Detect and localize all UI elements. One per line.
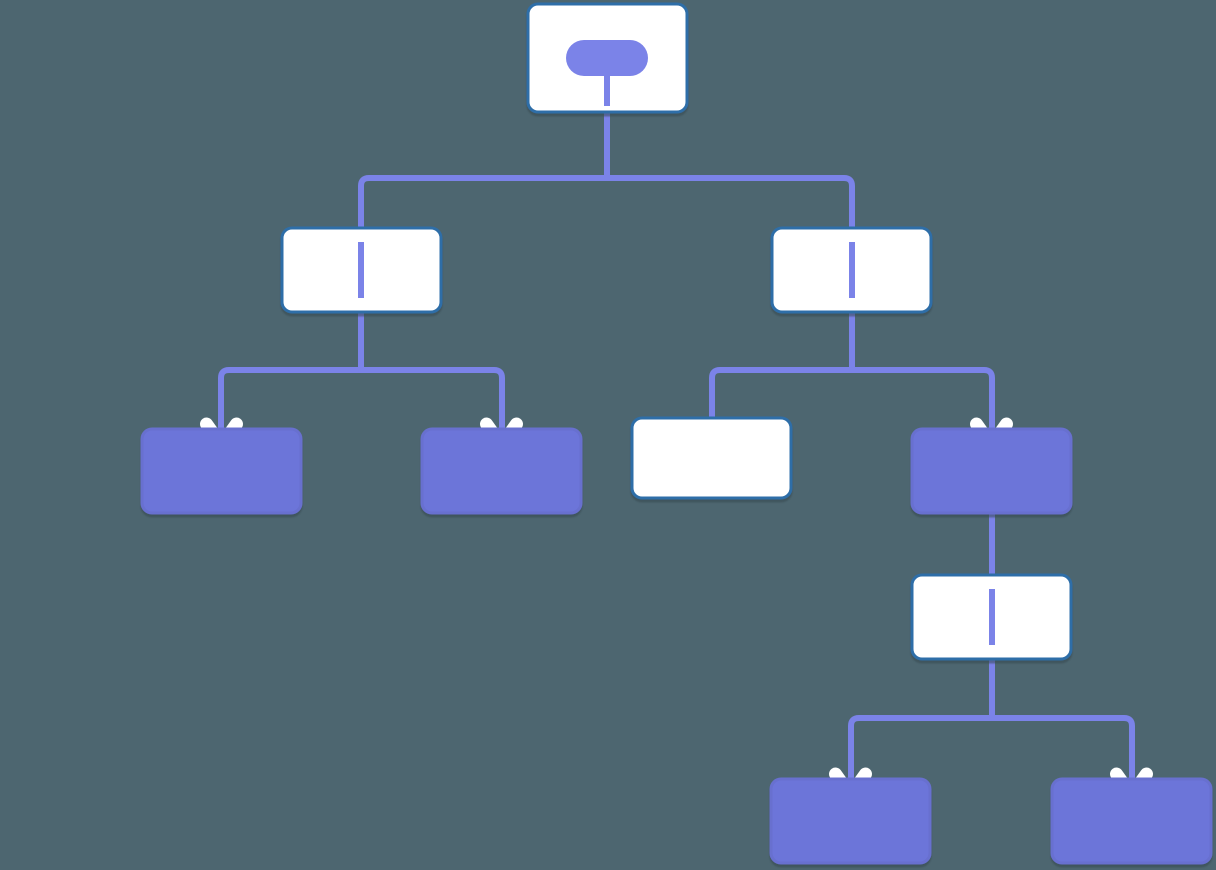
level2-node-a[interactable] bbox=[140, 427, 303, 515]
edge-root-to-level1-right bbox=[604, 112, 855, 228]
level4-node-b[interactable] bbox=[1050, 777, 1213, 865]
edge-layer bbox=[218, 112, 1135, 779]
edge-level3-a-to-level4-a bbox=[848, 659, 995, 779]
level2-node-b-group bbox=[420, 427, 583, 515]
edge-level3-a-to-level4-b bbox=[989, 659, 1135, 779]
edge-level1-left-to-level2-b bbox=[358, 312, 505, 429]
level2-node-d-group bbox=[910, 427, 1073, 515]
level4-node-a-group bbox=[769, 777, 932, 865]
level2-node-a-group bbox=[140, 427, 303, 515]
node-divider-layer bbox=[358, 242, 995, 645]
level2-node-c-group bbox=[630, 416, 793, 500]
level2-node-d[interactable] bbox=[910, 427, 1073, 515]
node-layer bbox=[140, 2, 1213, 865]
edge-level1-right-to-level2-d bbox=[849, 312, 995, 429]
level2-node-c[interactable] bbox=[630, 416, 793, 500]
level4-node-a[interactable] bbox=[769, 777, 932, 865]
edge-level1-left-to-level2-a bbox=[218, 312, 364, 429]
root-node-group bbox=[526, 2, 689, 114]
level4-node-b-group bbox=[1050, 777, 1213, 865]
level2-node-b[interactable] bbox=[420, 427, 583, 515]
edge-level1-right-to-level2-c bbox=[709, 312, 855, 418]
